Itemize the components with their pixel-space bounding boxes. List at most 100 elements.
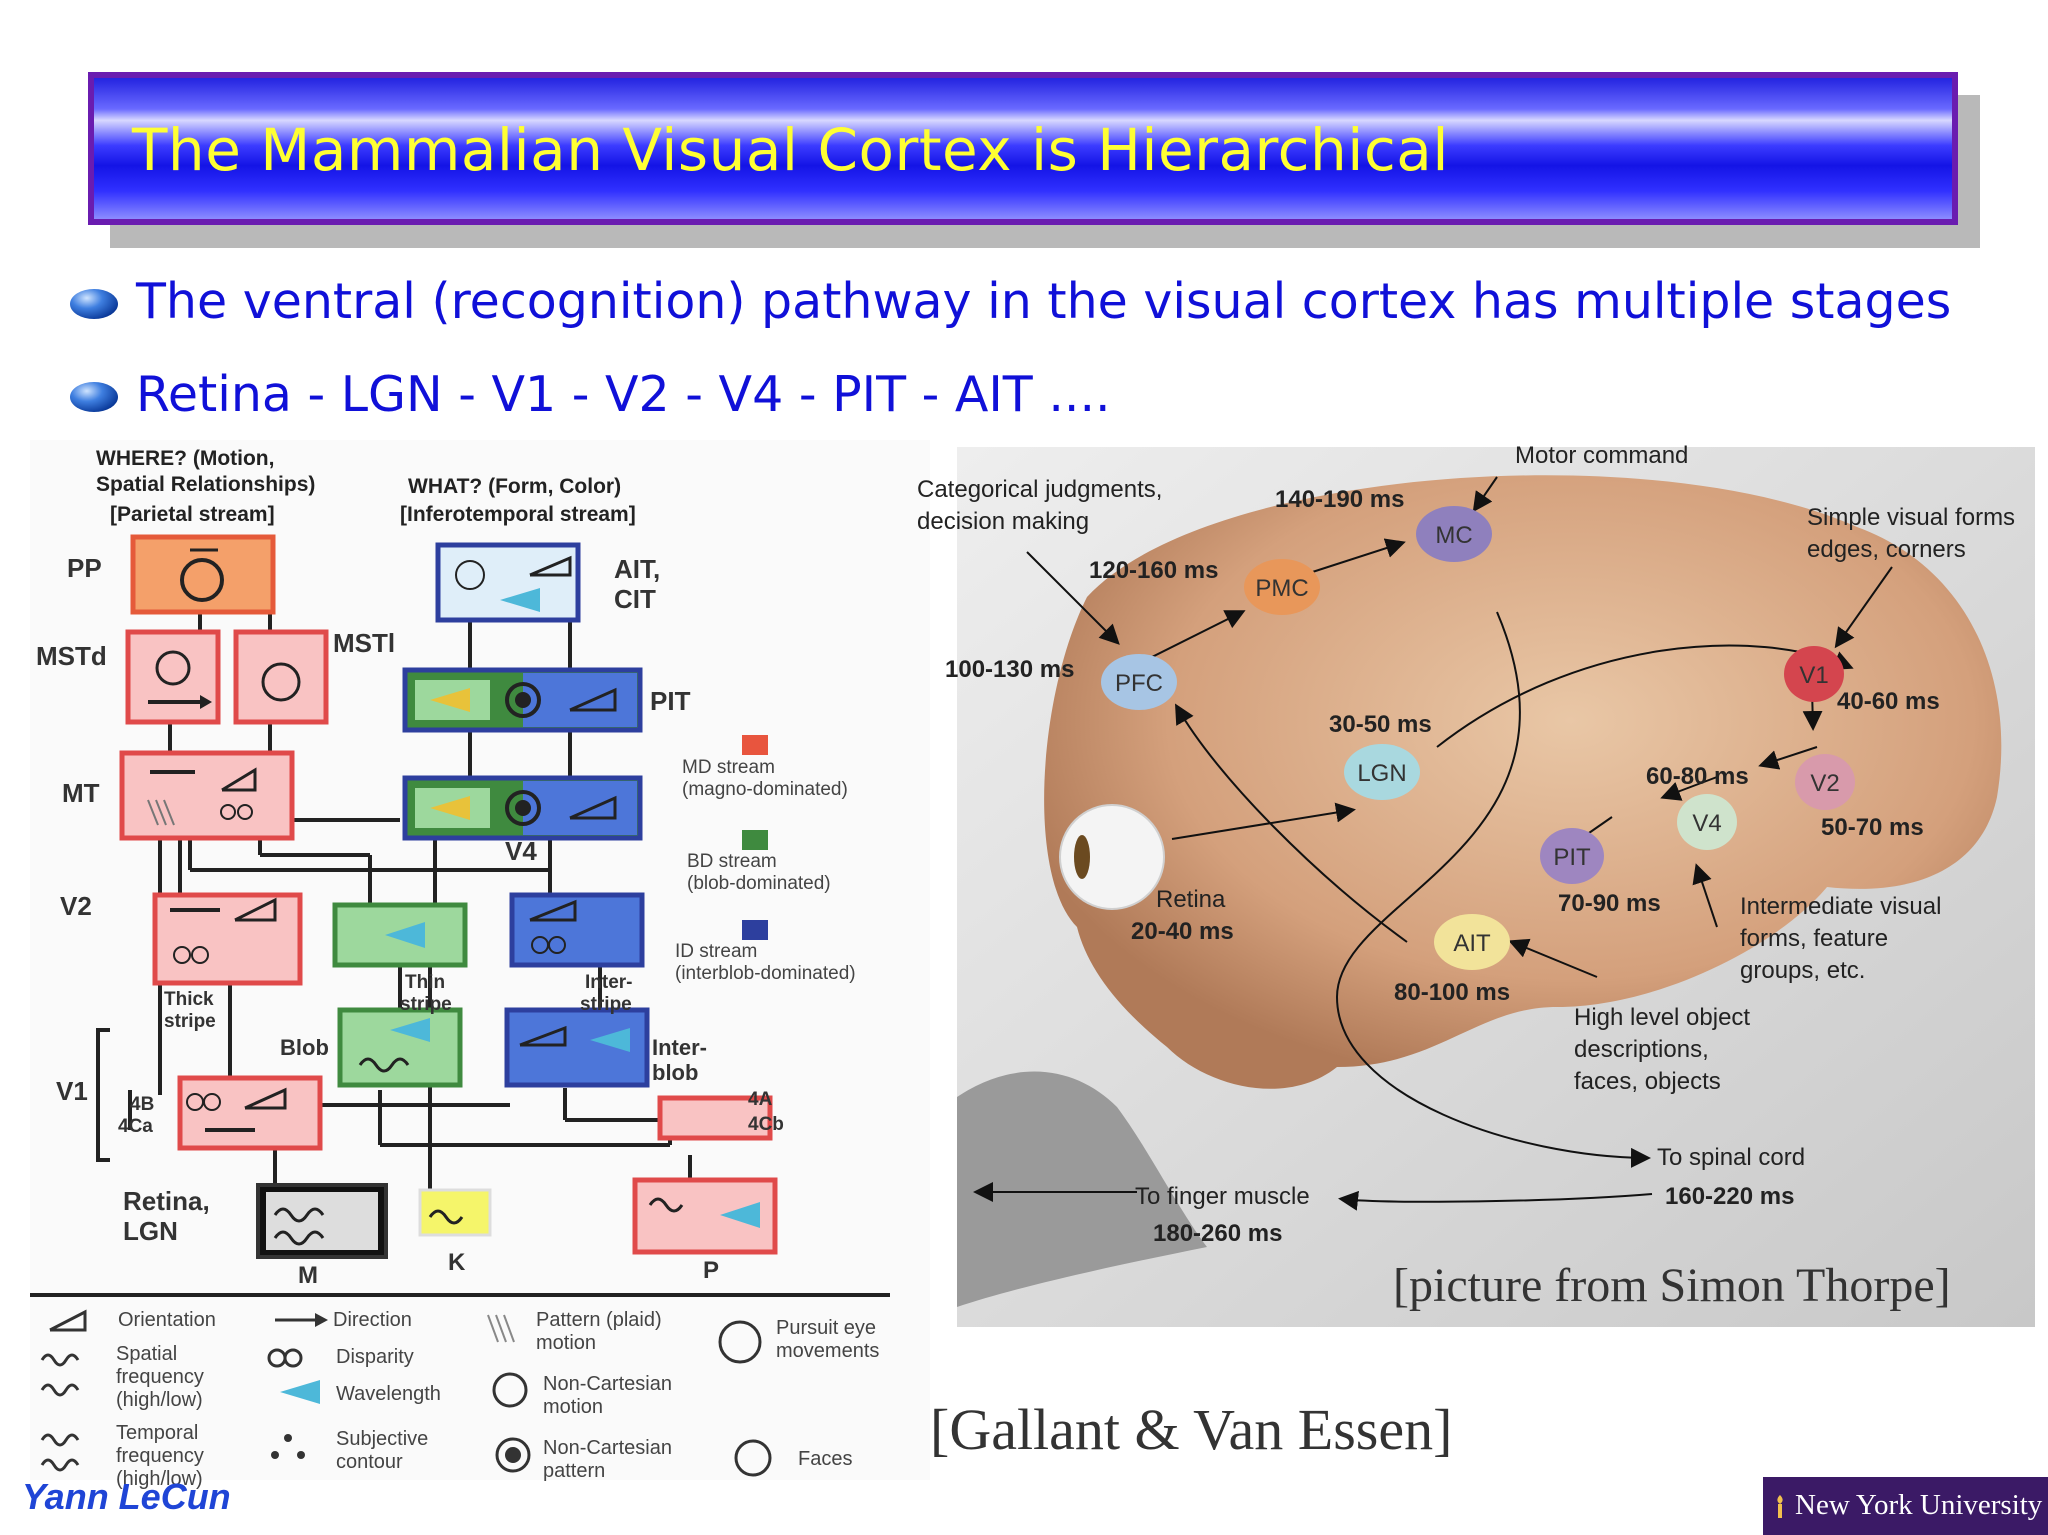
label-blob: Blob: [280, 1035, 329, 1060]
pattern-motion-icon: [487, 1314, 515, 1343]
eye-icon: [1059, 804, 1165, 910]
legend-pattern-1: Pattern (plaid): [536, 1309, 662, 1331]
intermediate-label-1: Intermediate visual: [1740, 893, 1941, 920]
id-stream-desc: (interblob-dominated): [675, 963, 856, 984]
label-mt: MT: [62, 778, 100, 808]
mc-node: [1416, 506, 1492, 562]
legend-noncart-pattern-1: Non-Cartesian: [543, 1437, 672, 1459]
pmc-node: [1244, 559, 1320, 615]
bullet-text-1: The ventral (recognition) pathway in the…: [136, 273, 1952, 330]
legend-spatial-1: Spatial: [116, 1343, 177, 1365]
mc-time: 140-190 ms: [1275, 486, 1404, 513]
v1-node: [1784, 646, 1844, 702]
label-interblob-1: Inter-: [652, 1035, 707, 1060]
ait-label: AIT: [1453, 930, 1491, 957]
label-retina: Retina,: [123, 1186, 210, 1216]
visual-pathway-diagram: WHERE? (Motion, Spatial Relationships) […: [30, 440, 930, 1490]
legend-subjective-1: Subjective: [336, 1428, 428, 1450]
ait-time: 80-100 ms: [1394, 979, 1510, 1006]
brain-shape: [1044, 475, 2002, 1089]
brain-latency-diagram: MC PMC PFC LGN V1 V2 V4 PIT AIT Motor co…: [917, 442, 2035, 1327]
label-thick-stripe: stripe: [164, 1011, 216, 1032]
legend-pattern-2: motion: [536, 1332, 596, 1354]
spatial-frequency-icon: [40, 1353, 80, 1367]
subjective-contour-icon: [271, 1434, 305, 1459]
id-stream-name: ID stream: [675, 941, 757, 962]
wavelength-icon: [280, 1380, 320, 1404]
lgn-label: LGN: [1357, 760, 1406, 787]
noncartesian-pattern-icon: [495, 1437, 531, 1473]
orientation-icon: [49, 1309, 87, 1332]
high-level-label-3: faces, objects: [1574, 1068, 1721, 1095]
label-lgn: LGN: [123, 1216, 178, 1246]
ait-box: [435, 542, 581, 623]
pfc-time: 100-130 ms: [945, 656, 1074, 683]
v1-4a-box: [657, 1095, 773, 1141]
label-v4: V4: [505, 836, 537, 866]
legend-wavelength: Wavelength: [336, 1383, 441, 1405]
pursuit-icon: [718, 1320, 762, 1364]
label-ait: AIT,: [614, 554, 660, 584]
label-4cb: 4Cb: [748, 1114, 784, 1135]
slide-title: The Mammalian Visual Cortex is Hierarchi…: [132, 116, 1449, 184]
v1-label: V1: [1799, 662, 1828, 689]
legend-spatial-3: (high/low): [116, 1389, 203, 1411]
bd-stream-name: BD stream: [687, 851, 777, 872]
legend-pursuit-2: movements: [776, 1340, 879, 1362]
v2-node: [1795, 754, 1855, 810]
nyu-label: New York University: [1795, 1489, 2043, 1521]
legend-temporal-1: Temporal: [116, 1422, 198, 1444]
label-cit: CIT: [614, 584, 656, 614]
what-header-2: [Inferotemporal stream]: [400, 503, 636, 526]
legend-faces: Faces: [798, 1448, 852, 1470]
label-mstl: MSTl: [333, 628, 395, 658]
lgn-node: [1344, 744, 1420, 800]
temporal-frequency-icon: [40, 1433, 80, 1447]
simple-forms-label-2: edges, corners: [1807, 536, 1966, 563]
bd-stream-desc: (blob-dominated): [687, 873, 831, 894]
what-header-1: WHAT? (Form, Color): [408, 475, 621, 498]
mc-label: MC: [1435, 522, 1472, 549]
bullet-icon: [70, 382, 118, 412]
pfc-node: [1101, 654, 1177, 710]
legend-noncart-pattern-2: pattern: [543, 1460, 605, 1482]
id-stream-swatch: [742, 920, 768, 940]
md-stream-desc: (magno-dominated): [682, 779, 848, 800]
legend-temporal-2: frequency: [116, 1445, 204, 1467]
label-m: M: [298, 1262, 318, 1289]
noncartesian-motion-icon: [492, 1372, 528, 1408]
bullet-icon: [70, 289, 118, 319]
spinal-label: To spinal cord: [1657, 1144, 1805, 1171]
categorical-label-1: Categorical judgments,: [917, 476, 1162, 503]
spinal-time: 160-220 ms: [1665, 1183, 1794, 1210]
label-4ca: 4Ca: [118, 1116, 153, 1137]
categorical-label-2: decision making: [917, 508, 1089, 535]
label-thin: Thin: [405, 972, 445, 993]
lgn-time: 30-50 ms: [1329, 711, 1432, 738]
finger-label: To finger muscle: [1135, 1183, 1310, 1210]
v2-time: 50-70 ms: [1821, 814, 1924, 841]
label-4b: 4B: [130, 1094, 154, 1115]
legend-spatial-2: frequency: [116, 1366, 204, 1388]
mt-box: [119, 750, 295, 841]
md-stream-name: MD stream: [682, 757, 775, 778]
where-header-1: WHERE? (Motion,: [96, 447, 274, 470]
label-pit: PIT: [650, 686, 691, 716]
legend-pursuit-1: Pursuit eye: [776, 1317, 876, 1339]
label-interblob-2: blob: [652, 1060, 698, 1085]
high-level-label-1: High level object: [1574, 1004, 1750, 1031]
label-inter-stripe: stripe: [580, 994, 632, 1015]
v4-node: [1677, 794, 1737, 850]
hand-shape: [957, 1071, 1207, 1307]
k-box: [418, 1188, 492, 1237]
v2-inter-box: [509, 892, 645, 968]
label-4a: 4A: [748, 1089, 773, 1110]
gallant-caption: [Gallant & Van Essen]: [930, 1397, 1453, 1462]
label-v2: V2: [60, 891, 92, 921]
legend-noncart-motion-2: motion: [543, 1396, 603, 1418]
high-level-label-2: descriptions,: [1574, 1036, 1709, 1063]
md-stream-swatch: [742, 735, 768, 755]
where-header-3: [Parietal stream]: [110, 503, 275, 526]
title-bar: The Mammalian Visual Cortex is Hierarchi…: [88, 72, 1958, 225]
intermediate-label-3: groups, etc.: [1740, 957, 1865, 984]
